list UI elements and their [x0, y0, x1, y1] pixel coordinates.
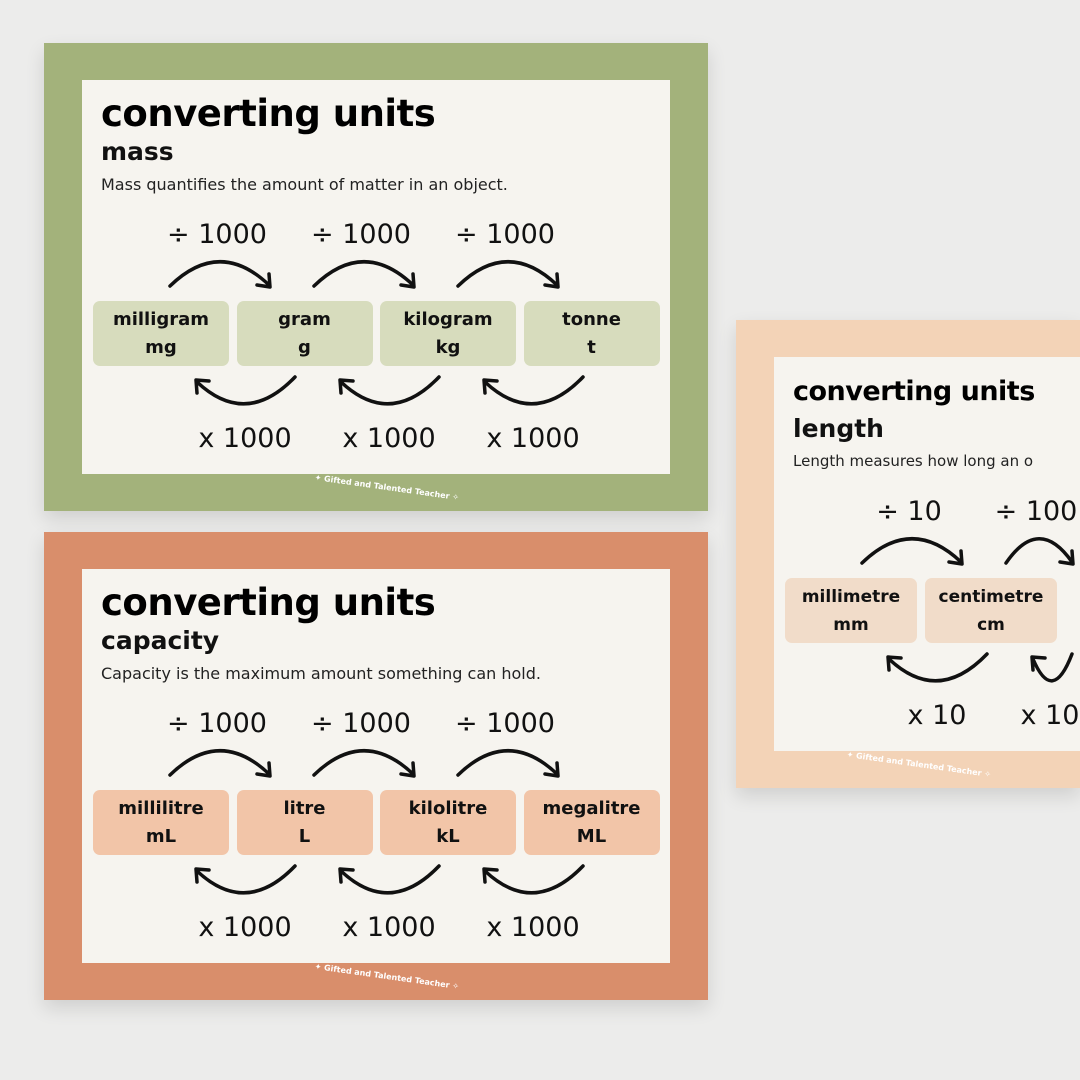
poster-title: converting units — [793, 376, 1035, 407]
divide-label: ÷ 100 — [994, 496, 1078, 527]
poster-title: converting units — [101, 581, 436, 624]
unit-name: millimetre — [801, 587, 901, 607]
divide-label: ÷ 1000 — [311, 219, 411, 250]
divide-label: ÷ 10 — [876, 496, 942, 527]
divide-label: ÷ 1000 — [167, 219, 267, 250]
brand-logo: ✦ Gifted and Talented Teacher ✧ — [846, 749, 992, 780]
unit-symbol: kL — [436, 826, 460, 847]
multiply-label: x 1000 — [342, 912, 436, 943]
multiply-label: x 1000 — [342, 423, 436, 454]
unit-symbol: cm — [977, 615, 1005, 635]
unit-box: kilogram kg — [380, 301, 516, 366]
unit-name: megalitre — [542, 798, 641, 819]
unit-name: centimetre — [938, 587, 1044, 607]
poster-mass: converting units mass Mass quantifies th… — [44, 43, 708, 511]
poster-description: Mass quantifies the amount of matter in … — [101, 175, 508, 194]
unit-box: megalitre ML — [523, 790, 660, 855]
brand-logo: ✦ Gifted and Talented Teacher ✧ — [314, 472, 460, 503]
unit-box: kilolitre kL — [380, 790, 516, 855]
poster-subtitle: mass — [101, 137, 174, 166]
multiply-label: x 1000 — [198, 912, 292, 943]
brand-logo: ✦ Gifted and Talented Teacher ✧ — [314, 961, 460, 992]
unit-symbol: kg — [435, 337, 461, 358]
unit-name: tonne — [562, 309, 621, 330]
unit-symbol: t — [587, 337, 596, 358]
unit-symbol: L — [298, 826, 311, 847]
unit-name: gram — [278, 309, 331, 330]
unit-box: millilitre mL — [93, 790, 229, 855]
unit-name: millilitre — [118, 798, 204, 819]
divide-label: ÷ 1000 — [455, 708, 555, 739]
unit-box: gram g — [236, 301, 373, 366]
poster-subtitle: capacity — [101, 626, 220, 655]
poster-title: converting units — [101, 92, 436, 135]
poster-description: Capacity is the maximum amount something… — [101, 664, 541, 683]
multiply-label: x 1000 — [486, 912, 580, 943]
multiply-label: x 1000 — [198, 423, 292, 454]
unit-name: milligram — [112, 309, 210, 330]
unit-symbol: mL — [145, 826, 177, 847]
unit-box: millimetre mm — [785, 578, 917, 643]
divide-label: ÷ 1000 — [311, 708, 411, 739]
unit-box: litre L — [236, 790, 373, 855]
unit-symbol: g — [298, 337, 311, 358]
multiply-label: x 1000 — [486, 423, 580, 454]
poster-length: converting units length Length measures … — [736, 320, 1080, 788]
poster-description: Length measures how long an o — [793, 452, 1034, 470]
unit-symbol: ML — [576, 826, 607, 847]
multiply-label: x 10 — [907, 700, 967, 731]
unit-box: tonne t — [523, 301, 660, 366]
unit-box: milligram mg — [93, 301, 229, 366]
unit-name: kilolitre — [408, 798, 488, 819]
poster-capacity: converting units capacity Capacity is th… — [44, 532, 708, 1000]
divide-label: ÷ 1000 — [167, 708, 267, 739]
unit-box: centimetre cm — [925, 578, 1057, 643]
unit-name: litre — [283, 798, 326, 819]
unit-name: kilogram — [403, 309, 493, 330]
unit-symbol: mg — [145, 337, 177, 358]
unit-symbol: mm — [833, 615, 869, 635]
poster-subtitle: length — [793, 414, 884, 443]
divide-label: ÷ 1000 — [455, 219, 555, 250]
multiply-label: x 10 — [1020, 700, 1080, 731]
